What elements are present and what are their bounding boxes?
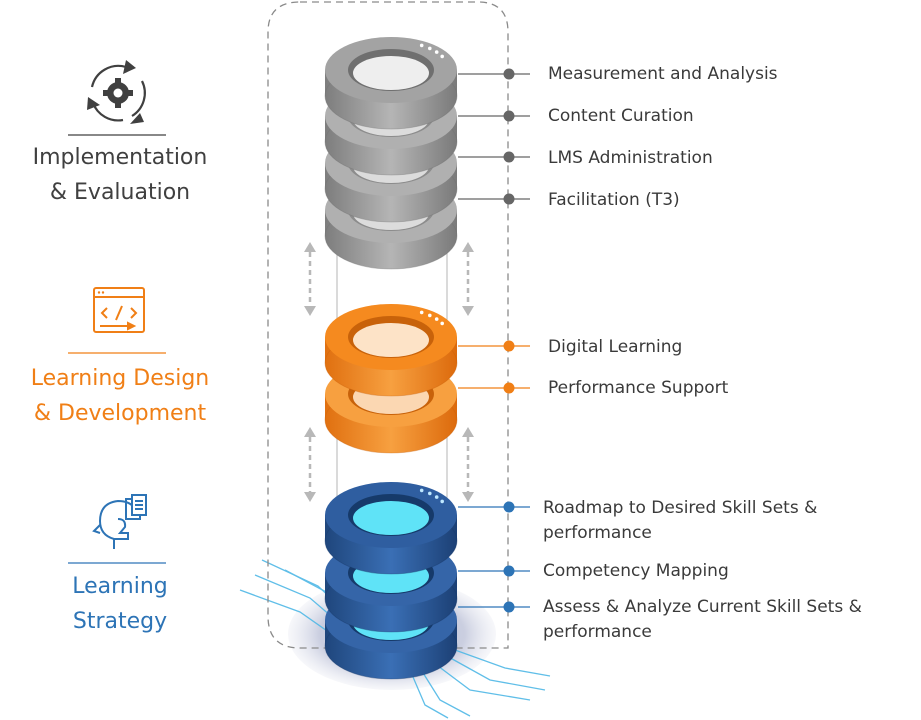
connectors bbox=[458, 68, 530, 613]
code-window-icon bbox=[93, 287, 145, 333]
arrow-up-down-icon bbox=[462, 242, 474, 316]
item-label-roadmap: Roadmap to Desired Skill Sets & performa… bbox=[543, 496, 817, 546]
ring-light bbox=[428, 313, 432, 318]
connector bbox=[458, 601, 530, 613]
item-text: Content Curation bbox=[548, 106, 694, 126]
connector-dot bbox=[503, 68, 515, 80]
item-text: Roadmap to Desired Skill Sets & bbox=[543, 498, 818, 518]
item-label-competency-mapping: Competency Mapping bbox=[543, 559, 729, 584]
section-title-line: & Evaluation bbox=[49, 180, 191, 205]
ring bbox=[324, 37, 458, 130]
ring-light bbox=[434, 50, 439, 54]
connector bbox=[458, 110, 530, 122]
connector bbox=[458, 382, 530, 394]
section-title-line: Learning bbox=[72, 574, 168, 599]
connector bbox=[458, 340, 530, 352]
section-title-line: Learning Design bbox=[30, 366, 210, 391]
section-title-strategy: Learning Strategy bbox=[0, 569, 240, 639]
ring-hole bbox=[353, 56, 429, 90]
head-chess-icon bbox=[92, 494, 147, 549]
item-text: Assess & Analyze Current Skill Sets & bbox=[543, 597, 862, 617]
connector-dot bbox=[503, 382, 515, 394]
section-title-implementation: Implementation & Evaluation bbox=[0, 140, 240, 210]
ring-light bbox=[419, 43, 424, 48]
ring-light bbox=[419, 488, 424, 493]
item-text: Digital Learning bbox=[548, 337, 683, 357]
item-text: Measurement and Analysis bbox=[548, 64, 778, 84]
ring-light bbox=[428, 46, 432, 51]
item-text: Facilitation (T3) bbox=[548, 190, 680, 210]
gear-cycle-icon bbox=[87, 60, 146, 124]
ring bbox=[324, 304, 458, 397]
item-text: Competency Mapping bbox=[543, 561, 729, 581]
section-title-line: & Development bbox=[33, 401, 207, 426]
ring-light bbox=[419, 310, 424, 315]
arrow-up-down-icon bbox=[304, 242, 316, 316]
section-title-line: Implementation bbox=[32, 145, 208, 170]
connector-dot bbox=[503, 340, 515, 352]
item-label-content-curation: Content Curation bbox=[548, 104, 694, 129]
arrow-up-down-icon bbox=[462, 427, 474, 502]
item-label-assess-analyze: Assess & Analyze Current Skill Sets & pe… bbox=[543, 595, 862, 645]
connector-dot bbox=[503, 193, 515, 205]
item-text: performance bbox=[543, 523, 652, 543]
section-title-line: Strategy bbox=[72, 609, 168, 634]
connector-dot bbox=[503, 565, 515, 577]
connector-dot bbox=[503, 151, 515, 163]
item-label-measurement: Measurement and Analysis bbox=[548, 62, 778, 87]
ring-light bbox=[440, 54, 445, 59]
connector-dot bbox=[503, 110, 515, 122]
ring-light bbox=[428, 491, 432, 496]
item-label-lms-admin: LMS Administration bbox=[548, 146, 713, 171]
arrow-up-down-icon bbox=[304, 427, 316, 502]
connector bbox=[458, 68, 530, 80]
ring-stack bbox=[324, 37, 458, 680]
ring-light bbox=[440, 321, 445, 326]
dashed-container bbox=[267, 1, 509, 649]
item-label-digital-learning: Digital Learning bbox=[548, 335, 682, 360]
item-text: Performance Support bbox=[548, 378, 729, 398]
item-text: LMS Administration bbox=[548, 148, 713, 168]
ring-light bbox=[434, 495, 439, 499]
ring-hole bbox=[353, 501, 429, 535]
ring-hole bbox=[353, 323, 429, 357]
item-label-performance-support: Performance Support bbox=[548, 376, 728, 401]
ring-light bbox=[434, 317, 439, 321]
connector bbox=[458, 565, 530, 577]
section-title-design: Learning Design & Development bbox=[0, 361, 240, 431]
item-label-facilitation: Facilitation (T3) bbox=[548, 188, 680, 213]
connector bbox=[458, 501, 530, 513]
connector-dot bbox=[503, 601, 515, 613]
connector bbox=[458, 193, 530, 205]
ring-light bbox=[440, 499, 445, 504]
ring bbox=[324, 482, 458, 575]
connector-dot bbox=[503, 501, 515, 513]
connector bbox=[458, 151, 530, 163]
flow-arrows bbox=[304, 242, 474, 502]
item-text: performance bbox=[543, 622, 652, 642]
